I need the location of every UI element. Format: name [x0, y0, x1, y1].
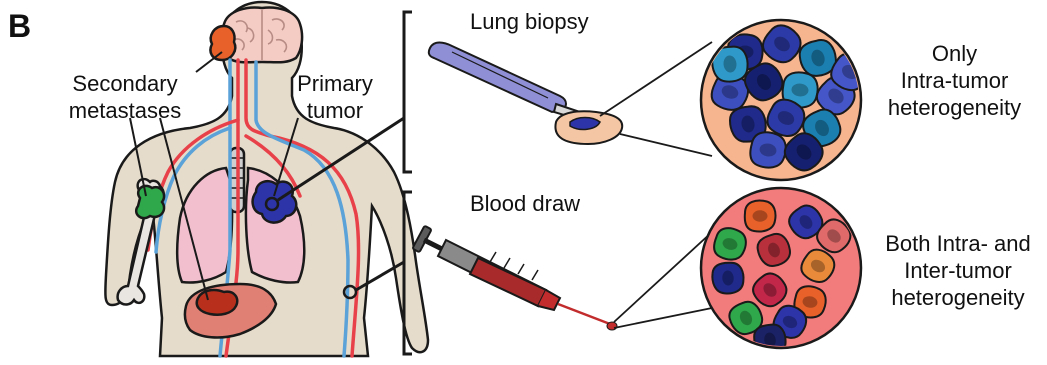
secondary-metastases-label: Secondary metastases [50, 70, 200, 124]
label-line: tumor [290, 97, 380, 124]
human-body [105, 2, 428, 356]
bone-metastasis [136, 186, 164, 218]
biopsy-cells-disc [701, 20, 874, 180]
label-line: heterogeneity [872, 94, 1037, 121]
label-line: Primary [290, 70, 380, 97]
label-line: heterogeneity [872, 284, 1044, 311]
blood-cells-disc [701, 188, 861, 358]
liver-metastasis [197, 290, 238, 315]
zoom-lines-biopsy [600, 42, 712, 156]
zoom-lines-blood [614, 232, 712, 328]
label-line: Inter-tumor [872, 257, 1044, 284]
tumor-cell [711, 261, 745, 294]
label-line: Intra-tumor [872, 67, 1037, 94]
blood-result-label: Both Intra- and Inter-tumor heterogeneit… [872, 230, 1044, 311]
tumor-cell [745, 201, 776, 232]
label-line: Secondary [50, 70, 200, 97]
label-line: metastases [50, 97, 200, 124]
biopsy-result-label: Only Intra-tumor heterogeneity [872, 40, 1037, 121]
blood-draw-title: Blood draw [470, 190, 580, 217]
syringe-icon [412, 226, 617, 330]
panel-letter: B [8, 8, 31, 44]
primary-tumor-label: Primary tumor [290, 70, 380, 124]
tissue-sample [555, 111, 622, 144]
label-line: Both Intra- and [872, 230, 1044, 257]
lung-biopsy-title: Lung biopsy [470, 8, 589, 35]
brain-metastasis [210, 26, 235, 60]
label-line: Only [872, 40, 1037, 67]
